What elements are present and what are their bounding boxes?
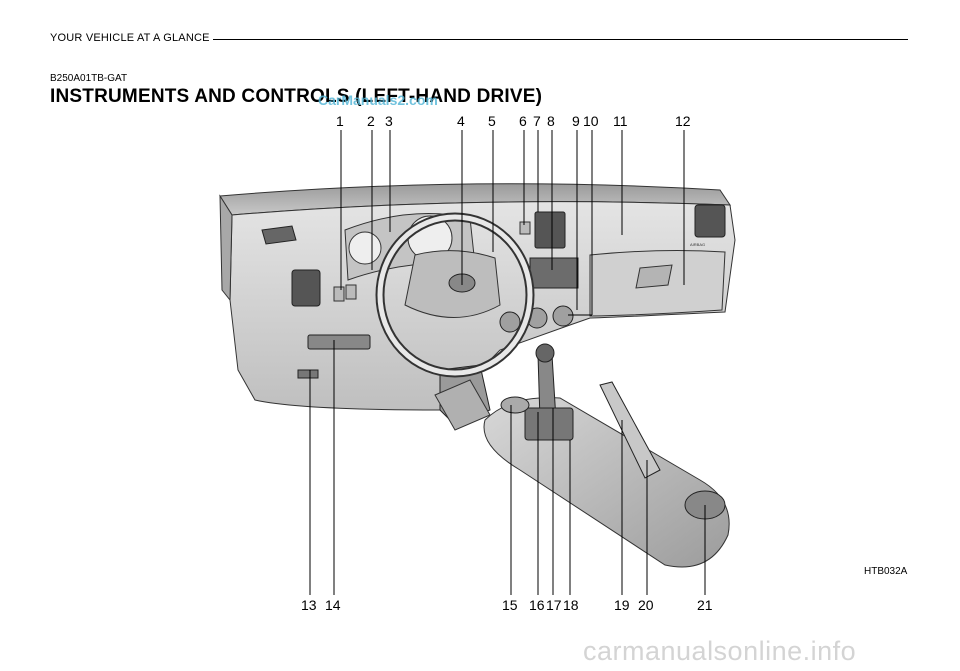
callout-7: 7: [533, 113, 541, 129]
console-tunnel: [434, 379, 491, 431]
watermark-overlay: CarManuals2.com: [318, 92, 438, 108]
callout-19: 19: [614, 597, 630, 613]
callout-21: 21: [697, 597, 713, 613]
climate-knob-3: [552, 305, 574, 327]
callout-8: 8: [547, 113, 555, 129]
callout-leaders-bottom: [309, 340, 706, 595]
page-header-title: YOUR VEHICLE AT A GLANCE: [50, 32, 210, 44]
section-title: INSTRUMENTS AND CONTROLS (LEFT-HAND DRIV…: [50, 86, 543, 107]
shift-knob: [535, 343, 555, 363]
defroster-vent: [261, 225, 297, 245]
callout-13: 13: [301, 597, 317, 613]
left-side-vent: [291, 269, 321, 307]
callout-17: 17: [546, 597, 562, 613]
steering-wheel-rim-highlight: [377, 214, 533, 376]
hood-release-lever: [297, 369, 319, 379]
callout-5: 5: [488, 113, 496, 129]
shift-gate: [524, 407, 574, 441]
left-switch-1: [333, 286, 345, 302]
figure-code: HTB032A: [864, 566, 908, 577]
dashboard-left-end: [219, 194, 233, 302]
callout-6: 6: [519, 113, 527, 129]
glovebox-handle: [635, 264, 673, 289]
ashtray: [500, 396, 530, 414]
callout-leaders-top: [340, 130, 685, 316]
center-console: [483, 397, 730, 568]
callout-20: 20: [638, 597, 654, 613]
left-switch-2: [345, 284, 357, 300]
callout-9: 9: [572, 113, 580, 129]
callout-4: 4: [457, 113, 465, 129]
callout-18: 18: [563, 597, 579, 613]
audio-unit: [529, 257, 579, 289]
climate-knob-1: [499, 311, 521, 333]
callout-14: 14: [325, 597, 341, 613]
lower-storage: [307, 334, 371, 350]
callout-16: 16: [529, 597, 545, 613]
footer-watermark: carmanualsonline.info: [583, 636, 857, 666]
hazard-switch: [519, 221, 531, 235]
callout-2: 2: [367, 113, 375, 129]
callout-1: 1: [336, 113, 344, 129]
tachometer-gauge: [348, 231, 382, 265]
header-rule: [213, 39, 908, 40]
callout-15: 15: [502, 597, 518, 613]
section-code: B250A01TB-GAT: [50, 73, 128, 84]
callout-10: 10: [583, 113, 599, 129]
callout-3: 3: [385, 113, 393, 129]
callout-12: 12: [675, 113, 691, 129]
callout-11: 11: [613, 113, 628, 129]
airbag-label: AIRBAG: [690, 242, 705, 247]
right-side-vent: [694, 204, 726, 238]
center-vent: [534, 211, 566, 249]
parking-brake-lever: [599, 381, 661, 479]
